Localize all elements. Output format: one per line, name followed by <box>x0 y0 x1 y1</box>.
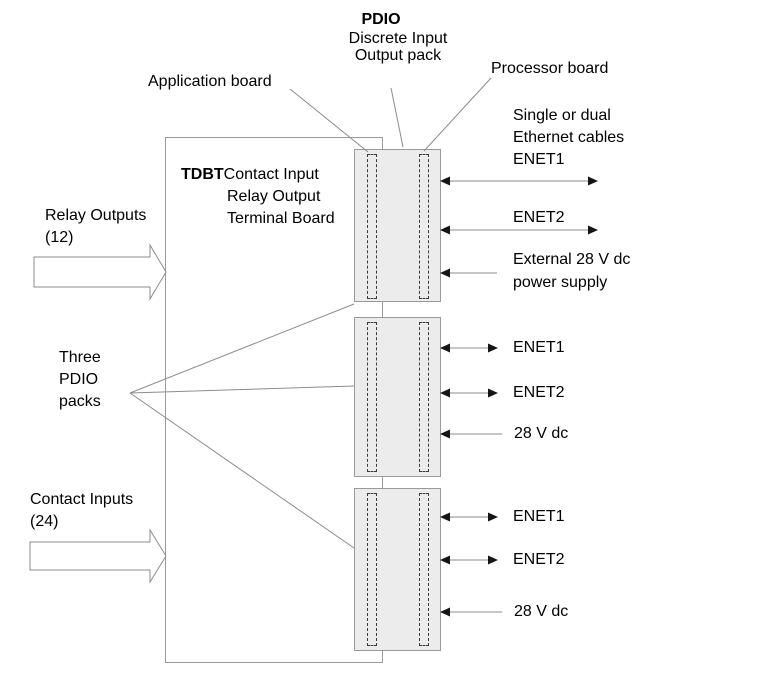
tdbt-name-line2: Relay Output <box>227 188 321 205</box>
enet1-double-arrow-pack3 <box>440 512 498 522</box>
contact-inputs-count: (24) <box>30 513 59 530</box>
external-power-arrow-pack1 <box>440 268 497 278</box>
external-power-line2: power supply <box>513 274 608 291</box>
processor-board-connector-icon <box>419 493 429 646</box>
contact-inputs-label: Contact Inputs (24) <box>30 489 133 533</box>
application-board-label: Application board <box>148 73 272 90</box>
title-line2: Output pack <box>354 47 442 64</box>
pdio-pack-2 <box>354 317 441 477</box>
enet1-label-pack1: ENET1 <box>513 151 565 168</box>
enet2-double-arrow-pack3 <box>440 555 498 565</box>
relay-outputs-line1: Relay Outputs <box>45 207 147 224</box>
three-packs-line3: packs <box>59 393 101 410</box>
enet2-label-pack3: ENET2 <box>513 551 565 568</box>
processor-board-label: Processor board <box>491 60 609 77</box>
title-line1: Discrete Input <box>348 30 448 47</box>
ethernet-note-line1: Single or dual <box>513 107 611 124</box>
external-power-line1: External 28 V dc <box>513 251 631 268</box>
enet1-label-pack3: ENET1 <box>513 508 565 525</box>
relay-outputs-label: Relay Outputs (12) <box>45 205 146 249</box>
tdbt-name-line3: Terminal Board <box>227 210 335 227</box>
enet2-label-pack2: ENET2 <box>513 384 565 401</box>
enet1-double-arrow-pack2 <box>440 343 498 353</box>
three-packs-line1: Three <box>59 349 101 366</box>
processor-board-connector-icon <box>419 322 429 472</box>
three-pdio-packs-label: Three PDIO packs <box>59 347 101 413</box>
relay-outputs-count: (12) <box>45 229 74 246</box>
enet1-label-pack2: ENET1 <box>513 339 565 356</box>
external-power-label: External 28 V dc power supply <box>513 248 630 294</box>
enet1-double-arrow-pack1 <box>440 176 598 186</box>
power-label-pack2: 28 V dc <box>514 425 569 442</box>
power-arrow-pack2 <box>440 429 502 439</box>
pdio-pack-1 <box>354 149 441 302</box>
application-board-connector-icon <box>367 322 377 472</box>
ethernet-note: Single or dual Ethernet cables ENET1 <box>513 105 624 171</box>
power-label-pack3: 28 V dc <box>514 603 569 620</box>
pdio-pack-3 <box>354 488 441 651</box>
contact-inputs-line1: Contact Inputs <box>30 491 134 508</box>
relay-outputs-block-arrow <box>33 243 167 301</box>
processor-board-connector-icon <box>419 154 429 299</box>
tdbt-name-line1: TDBTContact Input <box>181 164 319 186</box>
power-arrow-pack3 <box>440 607 502 617</box>
three-packs-line2: PDIO <box>59 371 99 388</box>
tdbt-line1: Contact Input <box>223 166 319 183</box>
enet2-double-arrow-pack2 <box>440 388 498 398</box>
application-board-connector-icon <box>367 493 377 646</box>
ethernet-note-line2: Ethernet cables <box>513 129 625 146</box>
contact-inputs-block-arrow <box>29 528 167 584</box>
title-pdio: PDIO <box>361 11 401 28</box>
application-board-connector-icon <box>367 154 377 299</box>
enet2-label-pack1: ENET2 <box>513 209 565 226</box>
tdbt-abbr: TDBT <box>181 166 224 183</box>
